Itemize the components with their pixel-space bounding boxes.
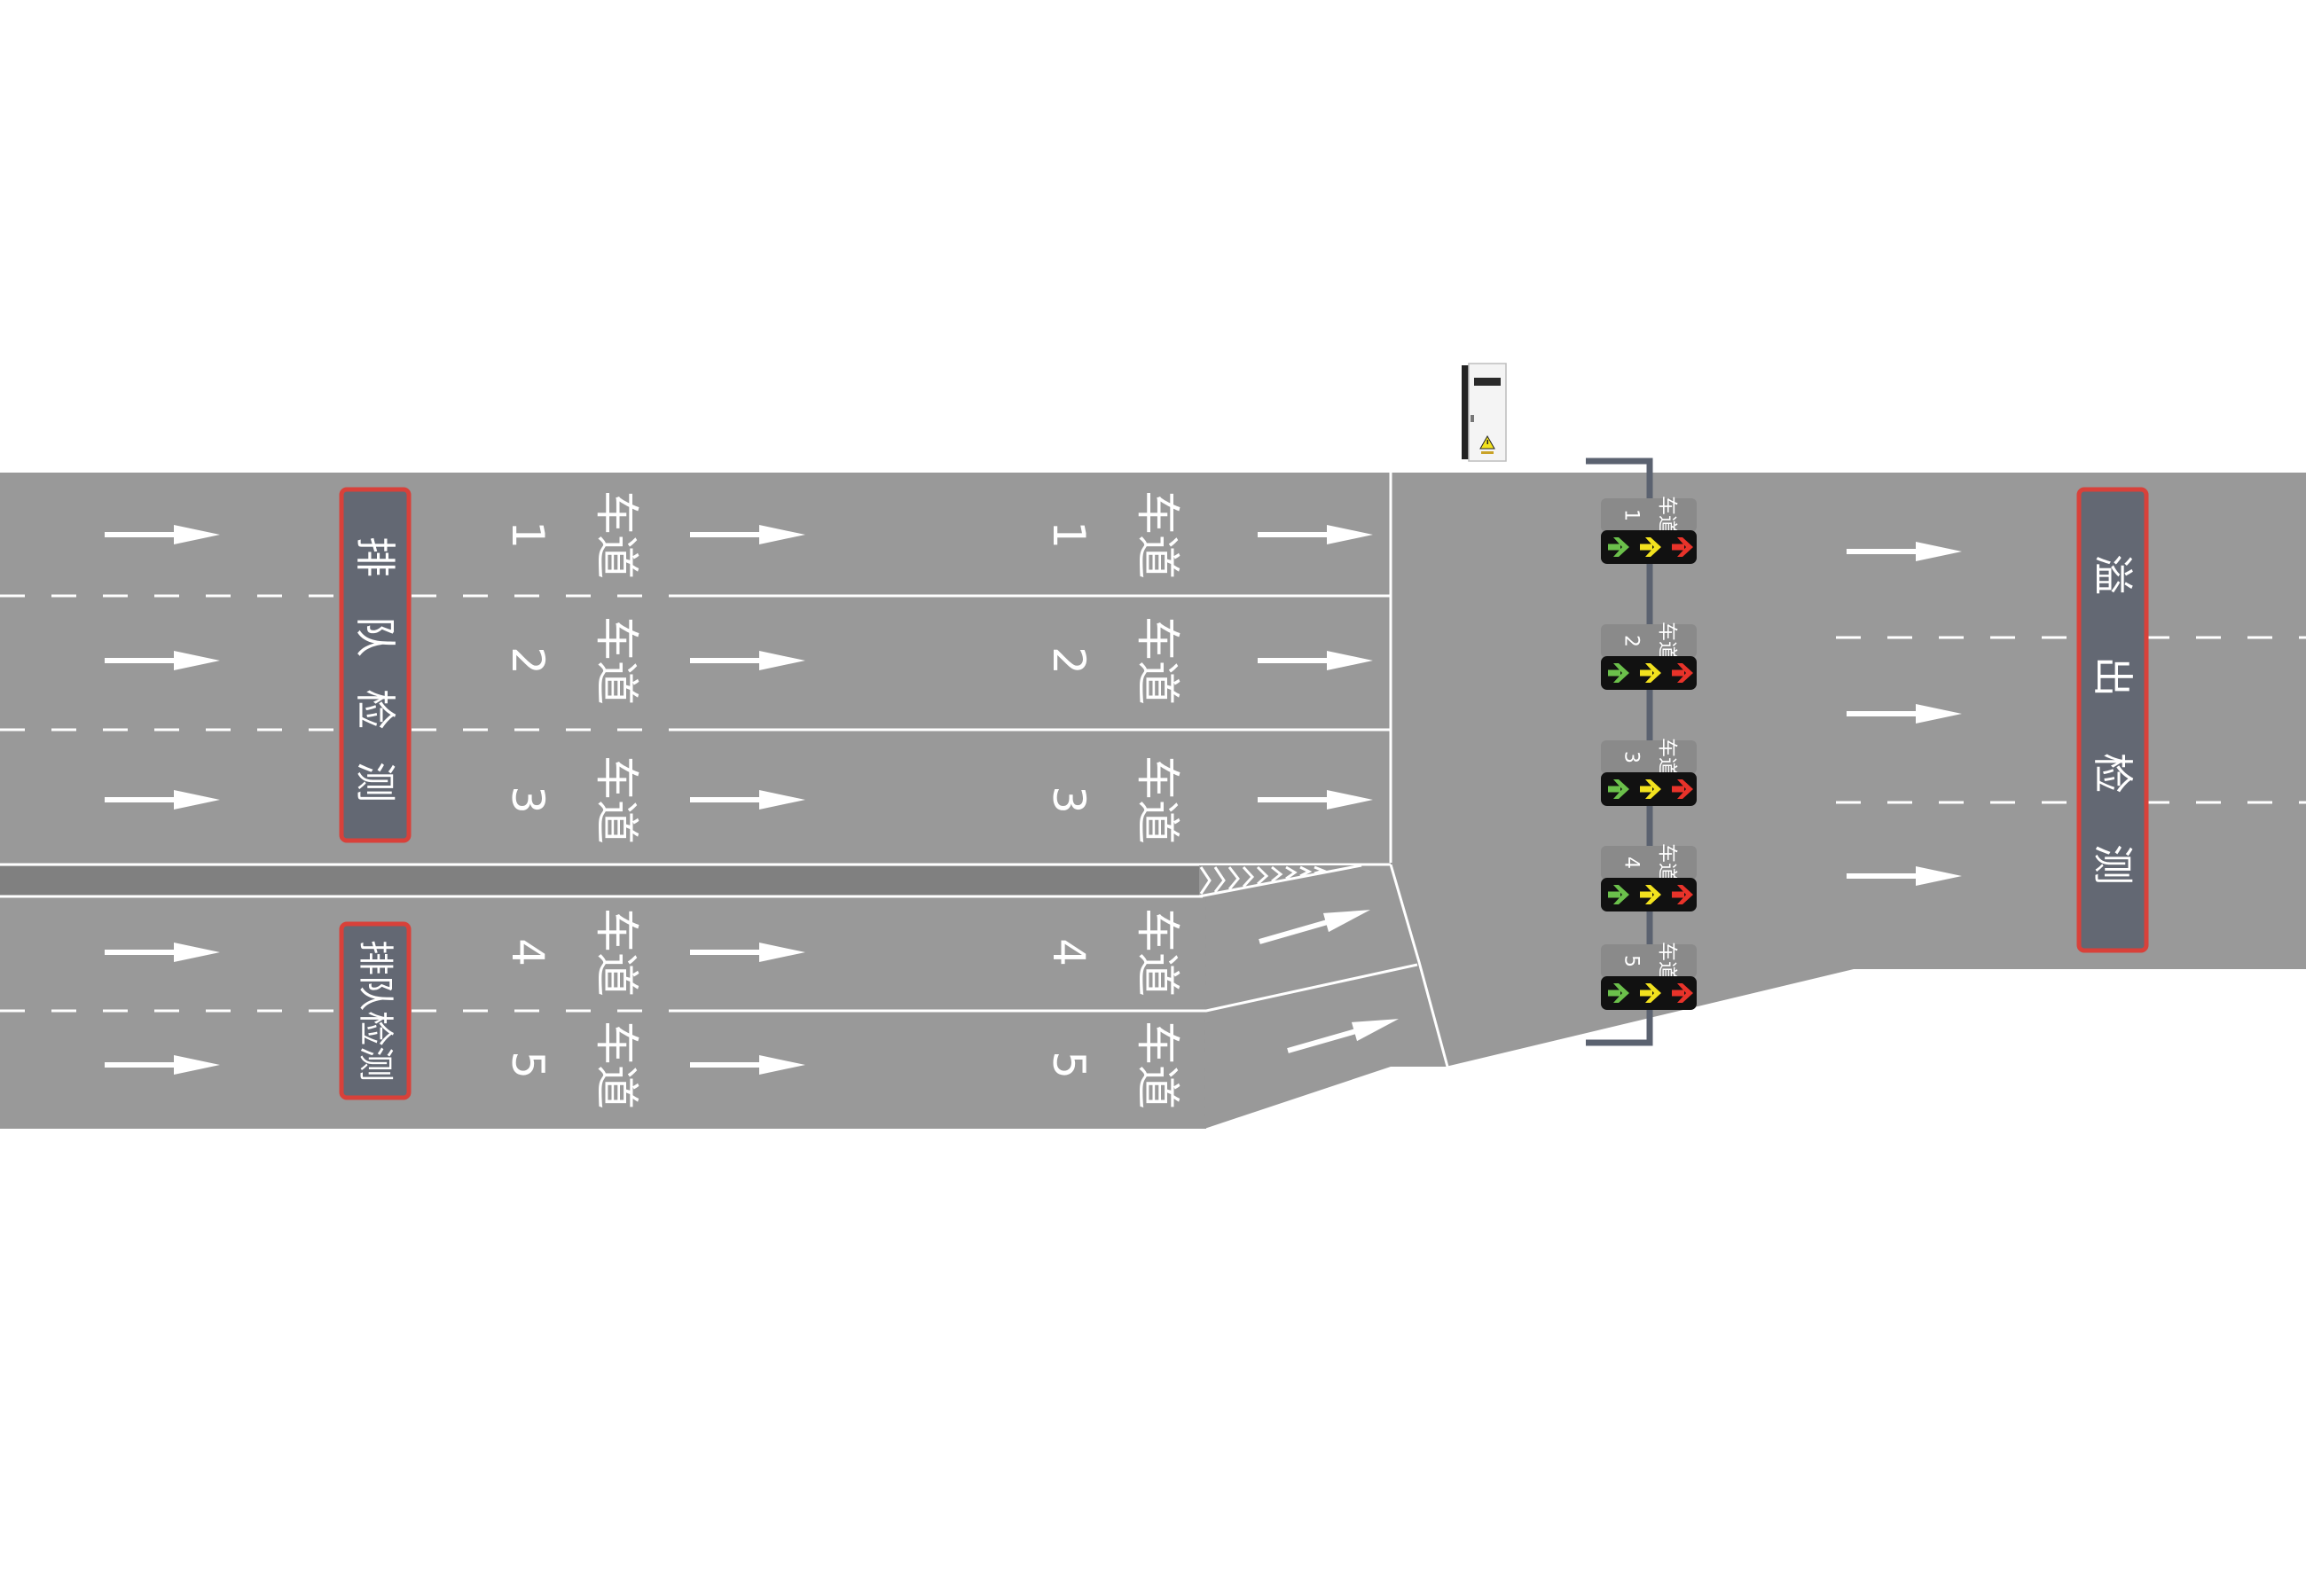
road-lower-approach — [0, 863, 1206, 1129]
svg-text:检: 检 — [351, 689, 399, 730]
svg-text:车道: 车道 — [591, 755, 642, 844]
svg-text:4: 4 — [1620, 857, 1643, 869]
svg-text:溢: 溢 — [2089, 554, 2137, 595]
svg-text:1: 1 — [502, 520, 553, 549]
svg-text:车道: 车道 — [1132, 1021, 1183, 1109]
queue-detection-zone-main: 排 队 检 测 — [339, 487, 412, 843]
lane-label-5-a: 车道 5 — [502, 1021, 642, 1109]
svg-text:车道: 车道 — [1656, 942, 1678, 981]
svg-text:车道: 车道 — [1656, 738, 1678, 777]
svg-text:排队检测: 排队检测 — [355, 940, 396, 1082]
svg-text:车道: 车道 — [591, 616, 642, 705]
median-nose-edge — [1198, 864, 1362, 898]
svg-text:2: 2 — [502, 646, 553, 675]
signal-head-lane-4: 4 车道 — [1601, 843, 1697, 911]
lane-label-3-a: 车道 3 — [502, 755, 642, 844]
svg-text:5: 5 — [502, 1051, 553, 1079]
svg-text:队: 队 — [351, 616, 399, 657]
svg-text:车道: 车道 — [591, 1021, 642, 1109]
median — [0, 866, 1203, 896]
svg-text:4: 4 — [1043, 938, 1094, 966]
svg-text:车道: 车道 — [1132, 490, 1183, 579]
svg-text:车道: 车道 — [591, 490, 642, 579]
lane-divider-solid-4 — [690, 963, 1418, 1013]
svg-text:4: 4 — [502, 938, 553, 966]
lane-label-1-a: 车道 1 — [502, 490, 642, 579]
svg-text:车道: 车道 — [1132, 908, 1183, 997]
svg-text:车道: 车道 — [591, 908, 642, 997]
svg-text:2: 2 — [1620, 635, 1643, 647]
signal-heads: 1 车道 2 车道 3 车道 4 车道 — [1601, 496, 1697, 1010]
warning-triangle-icon — [1479, 434, 1495, 450]
signal-head-lane-3: 3 车道 — [1601, 738, 1697, 806]
control-cabinet-icon — [1462, 363, 1507, 462]
svg-text:车道: 车道 — [1656, 496, 1678, 535]
svg-text:3: 3 — [1620, 751, 1643, 763]
svg-text:出: 出 — [2089, 656, 2137, 697]
svg-text:3: 3 — [502, 786, 553, 814]
lane-label-2-b: 车道 2 — [1043, 616, 1183, 705]
svg-text:车道: 车道 — [1656, 843, 1678, 882]
lane-labels: 车道 1 车道 2 车道 3 车道 4 车道 5 车道 1 车道 2 车道 3 — [502, 490, 1183, 1109]
road-lower-taper — [1204, 863, 1391, 1129]
svg-text:测: 测 — [351, 762, 399, 802]
svg-text:车道: 车道 — [1132, 755, 1183, 844]
svg-text:5: 5 — [1620, 955, 1643, 967]
signal-head-lane-1: 1 车道 — [1601, 496, 1697, 564]
lane-label-4-b: 车道 4 — [1043, 908, 1183, 997]
signal-head-lane-5: 5 车道 — [1601, 942, 1697, 1010]
lane-label-3-b: 车道 3 — [1043, 755, 1183, 844]
lane-label-5-b: 车道 5 — [1043, 1021, 1183, 1109]
road-junction — [1391, 473, 2306, 1067]
lane-label-4-a: 车道 4 — [502, 908, 642, 997]
queue-detection-zone-lower: 排队检测 — [339, 921, 412, 1100]
svg-text:车道: 车道 — [1656, 622, 1678, 661]
overflow-detection-zone: 溢 出 检 测 — [2076, 487, 2149, 953]
lane-label-2-a: 车道 2 — [502, 616, 642, 705]
svg-text:3: 3 — [1043, 786, 1094, 814]
svg-text:1: 1 — [1043, 520, 1094, 549]
stop-line-lower — [1389, 864, 1449, 1068]
chevron-hatch — [1199, 865, 1328, 895]
svg-text:车道: 车道 — [1132, 616, 1183, 705]
svg-text:1: 1 — [1620, 509, 1643, 521]
svg-text:检: 检 — [2089, 753, 2137, 794]
svg-text:测: 测 — [2089, 844, 2137, 885]
lane-label-1-b: 车道 1 — [1043, 490, 1183, 579]
signal-head-lane-2: 2 车道 — [1601, 622, 1697, 690]
svg-text:5: 5 — [1043, 1051, 1094, 1079]
svg-text:2: 2 — [1043, 646, 1094, 675]
lane-markings — [0, 473, 2306, 1068]
svg-text:排: 排 — [351, 536, 399, 577]
median-strip — [0, 863, 1391, 898]
